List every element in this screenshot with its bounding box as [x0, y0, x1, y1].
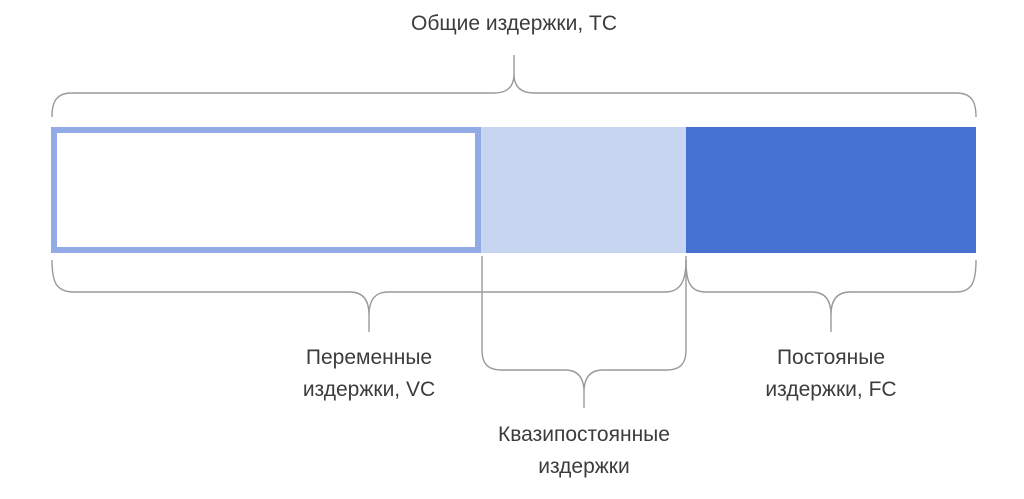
- fixed-costs-label-line1: Постояные: [777, 346, 885, 369]
- total-costs-label: Общие издержки, TC: [411, 12, 617, 35]
- total-costs-brace: [51, 55, 977, 118]
- variable-costs-label-line1: Переменные: [306, 346, 432, 369]
- variable-costs-brace: [51, 259, 687, 332]
- quasi-fixed-costs-label-line1: Квазипостоянные: [498, 423, 670, 446]
- fixed-costs-brace: [685, 259, 977, 332]
- fixed-costs-label-line2: издержки, FC: [765, 378, 896, 401]
- variable-costs-label-line2: издержки, VC: [303, 378, 435, 401]
- quasi-fixed-costs-segment: [481, 127, 686, 253]
- quasi-fixed-costs-brace: [481, 256, 687, 408]
- variable-costs-segment: [51, 127, 481, 253]
- quasi-fixed-costs-label-line2: издержки: [538, 455, 629, 478]
- fixed-costs-segment: [686, 127, 976, 253]
